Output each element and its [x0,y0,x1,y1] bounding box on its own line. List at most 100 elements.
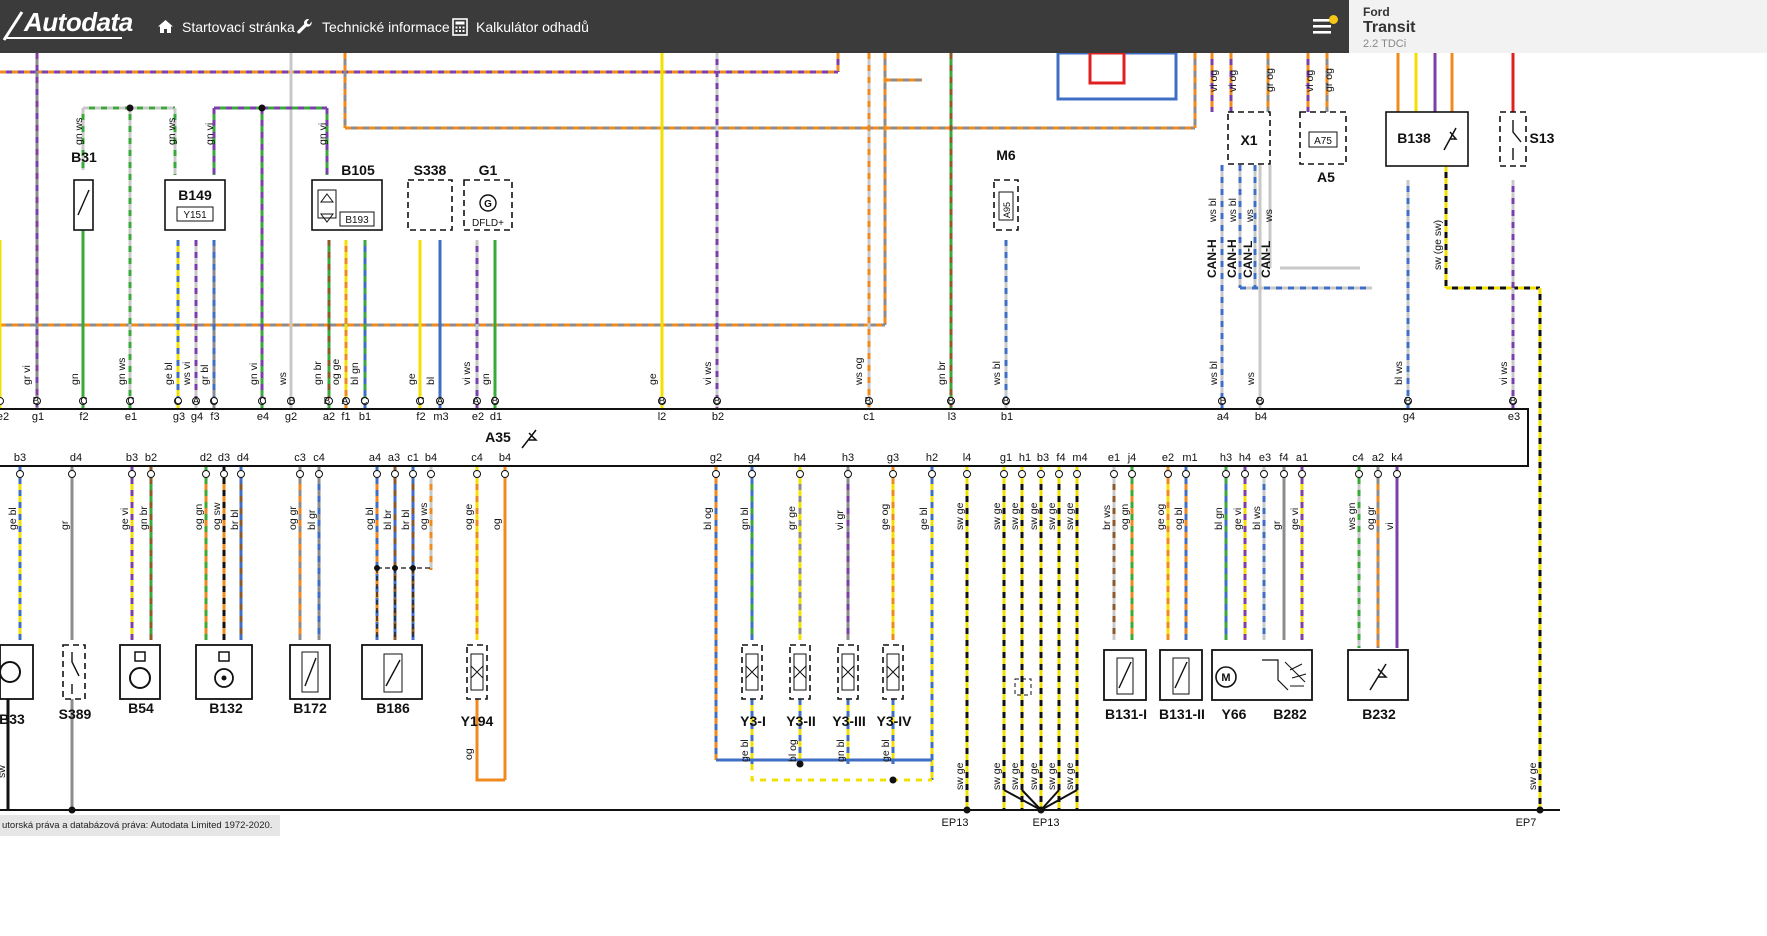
bottom-pin [1073,470,1081,478]
component-label-s338: S338 [414,162,447,178]
b132-wheel-hub [221,675,227,681]
top-wire-label-1: gn [69,373,81,385]
top-wire-label-18: gn br [936,361,948,385]
top-connector-id-8: g2 [285,411,297,423]
bottom-wire-label-4: og gn [193,504,205,530]
can-label-0: CAN-H [1205,239,1219,278]
top-pin [436,397,444,405]
component-sub-label-g1: DFLD+ [472,218,504,229]
top-pin-letter: B [324,396,331,407]
b105-sensor-icon [317,189,337,223]
y3-coil-cross [793,665,807,679]
bottom-pin [16,470,24,478]
bottom-connector-id-4: d2 [200,452,212,464]
ground-label-ep13-a: EP13 [942,817,969,829]
top-connector-id-20: b1 [1001,411,1013,423]
top-pin-letter: B [492,396,499,407]
component-s338 [407,179,453,231]
top-wire-label-15: ge [647,373,659,385]
b186-resistor [383,653,403,693]
can-label-3: CAN-L [1259,241,1273,278]
top-pin [491,397,499,405]
component-label-b186: B186 [376,700,410,716]
b31-wire-label: gn ws [73,118,85,145]
autodata-logo[interactable]: Autodata [0,0,133,53]
top-connector-id-0: e2 [0,411,9,423]
bottom-pin [1037,470,1045,478]
ground-wire-label-low-4: sw ge [1046,762,1058,790]
top-wire-label-5: gr bl [199,365,211,385]
component-sub-label-m6: A95 [1002,202,1012,218]
top-wire-label-8: gn br [312,361,324,385]
x1-wire-label-7: ws [1263,209,1275,223]
a5-sub-box [1308,131,1338,148]
bottom-pin [1393,470,1401,478]
bottom-pin [1298,470,1306,478]
s389-switch-icon [71,652,80,694]
top-pin-letter: A [437,396,444,407]
bottom-connector-id-11: c1 [407,452,419,464]
bottom-wire-label-1: gr [59,520,71,530]
generator-symbol: G [484,199,492,210]
vehicle-engine: 2.2 TDCi [1363,38,1407,50]
bottom-connector-id-1: d4 [70,452,82,464]
top-connector-id-17: b2 [712,411,724,423]
y194-loop [475,699,505,782]
b132-sensor-head [218,651,230,662]
bottom-wire-label-9: og bl [364,507,376,530]
bottom-wire-label-11: br bl [400,510,412,530]
top-pin-letter: B [948,396,955,407]
y194-coil [470,653,484,691]
top-connector-id-3: e1 [125,411,137,423]
ground-wire-label-low-1: sw ge [991,762,1003,790]
y3-coil [745,653,759,691]
nav-technical-info[interactable]: Technické informace [296,0,450,53]
top-connector-id-22: b4 [1255,411,1267,423]
top-pin-letter: C [417,396,424,407]
component-b132 [195,644,253,700]
bottom-pin [1222,470,1230,478]
component-label-b131-ii: B131-II [1159,706,1205,722]
ground-wire-label-3: sw ge [1028,502,1040,530]
b131-resistor [1116,657,1134,695]
diagram-components [0,104,1560,814]
bottom-wire-label-18: vi gr [834,510,846,530]
module-a35-box [0,408,1529,467]
bottom-connector-id-16: g4 [748,452,760,464]
bottom-pin [391,470,399,478]
copyright-notice: utorská práva a databázová práva: Autoda… [0,815,281,836]
component-y66-b282 [1211,649,1313,701]
nav-home[interactable]: Startovací stránka [157,0,295,53]
bottom-connector-id-18: h3 [842,452,854,464]
top-pin [79,397,87,405]
top-wire-label-11: ge [406,373,418,385]
y3-coil-cross [745,665,759,679]
top-pin [1509,397,1517,405]
bottom-connector-id-30: m1 [1182,452,1197,464]
can-label-2: CAN-L [1241,241,1255,278]
top-pin-letter: B [714,396,721,407]
top-pin-letter: C [80,396,87,407]
component-label-b54: B54 [128,700,154,716]
ground-node [68,806,76,814]
top-pin [210,397,218,405]
harness-loop-blue [1056,53,1178,101]
top-connector-id-12: f2 [416,411,425,423]
a5-wire-label-2: gr og [1323,68,1335,92]
bottom-connector-id-3: b2 [145,452,157,464]
harness-loop-red [1088,53,1126,85]
component-b31 [73,179,94,231]
hamburger-menu-icon[interactable] [1311,14,1337,38]
bottom-pin [501,470,509,478]
bottom-connector-id-35: a1 [1296,452,1308,464]
top-wire-label-21: ws [1245,372,1257,386]
nav-estimate-calculator[interactable]: Kalkulátor odhadů [452,0,589,53]
top-pin-letter: B [1510,396,1517,407]
ground-converge [1040,789,1060,811]
bottom-connector-id-28: j4 [1127,452,1137,464]
component-b149 [164,179,226,231]
vehicle-selector[interactable]: Ford Transit 2.2 TDCi [1349,0,1767,53]
top-connector-id-7: e4 [257,411,269,423]
